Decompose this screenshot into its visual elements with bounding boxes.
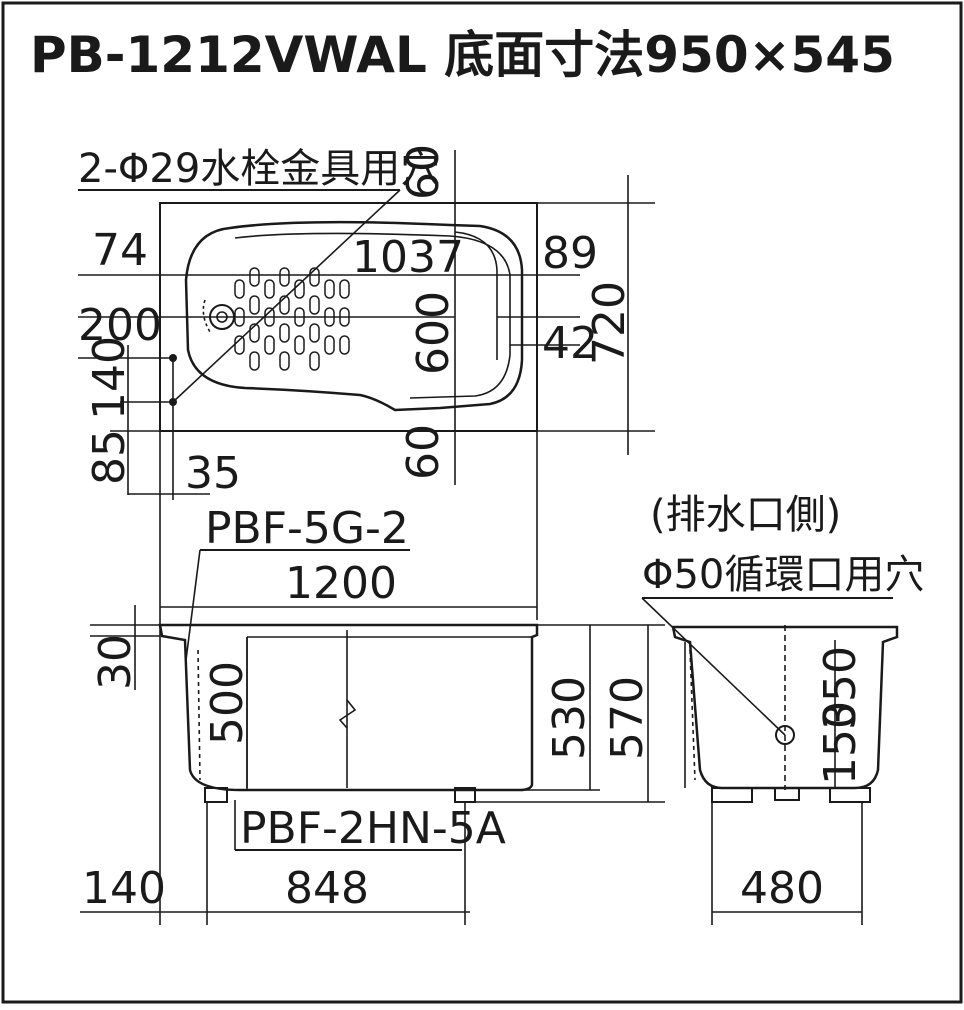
anti-slip-pattern: [234, 267, 350, 371]
side-drain: [774, 787, 800, 801]
dim-480: 480: [740, 863, 824, 914]
drain-dashed-arc: [202, 299, 211, 333]
dim-200: 200: [78, 300, 162, 351]
dim-85: 85: [84, 429, 135, 485]
dim-350: 350: [815, 646, 866, 730]
tub-inner-rim: [234, 232, 511, 399]
side-view: (排水口側) Φ50循環口用穴 350 150 480: [641, 492, 924, 925]
tub-break-mark: [338, 699, 357, 729]
dim-1037: 1037: [352, 232, 464, 283]
dim-530: 530: [544, 676, 595, 760]
side-label: (排水口側): [650, 492, 841, 538]
dim-140-bottom: 140: [82, 863, 166, 914]
faucet-leader: [172, 189, 401, 403]
circ-hole-leader: [641, 597, 786, 736]
drain-part-label: PBF-5G-2: [205, 503, 409, 554]
page-title: PB-1212VWAL 底面寸法950×545: [30, 26, 895, 84]
circ-hole-label: Φ50循環口用穴: [642, 552, 924, 598]
tub-basin-top: [184, 220, 524, 412]
front-view: PBF-5G-2 1200 30 500 530 570 PBF-2H: [80, 431, 665, 925]
dim-top-60: 60: [398, 144, 449, 200]
dim-848: 848: [285, 863, 369, 914]
leg-left: [204, 787, 228, 803]
dim-bottom-60: 60: [398, 424, 449, 480]
dim-570: 570: [602, 676, 653, 760]
side-leg-right: [829, 787, 871, 803]
faucet-hole-label: 2-Φ29水栓金具用穴: [78, 146, 440, 192]
dim-42: 42: [542, 318, 598, 369]
dim-600: 600: [408, 291, 459, 375]
side-leg-left: [711, 787, 753, 803]
dim-35: 35: [185, 448, 241, 499]
dim-720: 720: [584, 281, 635, 365]
dim-150: 150: [815, 701, 866, 785]
dim-30: 30: [90, 634, 141, 690]
dim-140-top: 140: [84, 336, 135, 420]
leg-part-label: PBF-2HN-5A: [240, 803, 506, 854]
dim-89: 89: [542, 228, 598, 279]
top-view: 2-Φ29水栓金具用穴 60 60 74 1037 89 200 600 42 …: [78, 144, 655, 500]
tub-inner-dashed: [197, 649, 201, 781]
dim-1200: 1200: [285, 558, 397, 609]
tub-bench: [454, 231, 498, 360]
dim-74: 74: [92, 225, 148, 276]
tub-side-dashed: [689, 649, 696, 781]
dim-500: 500: [202, 661, 253, 745]
drain-part-leader: [185, 549, 201, 661]
